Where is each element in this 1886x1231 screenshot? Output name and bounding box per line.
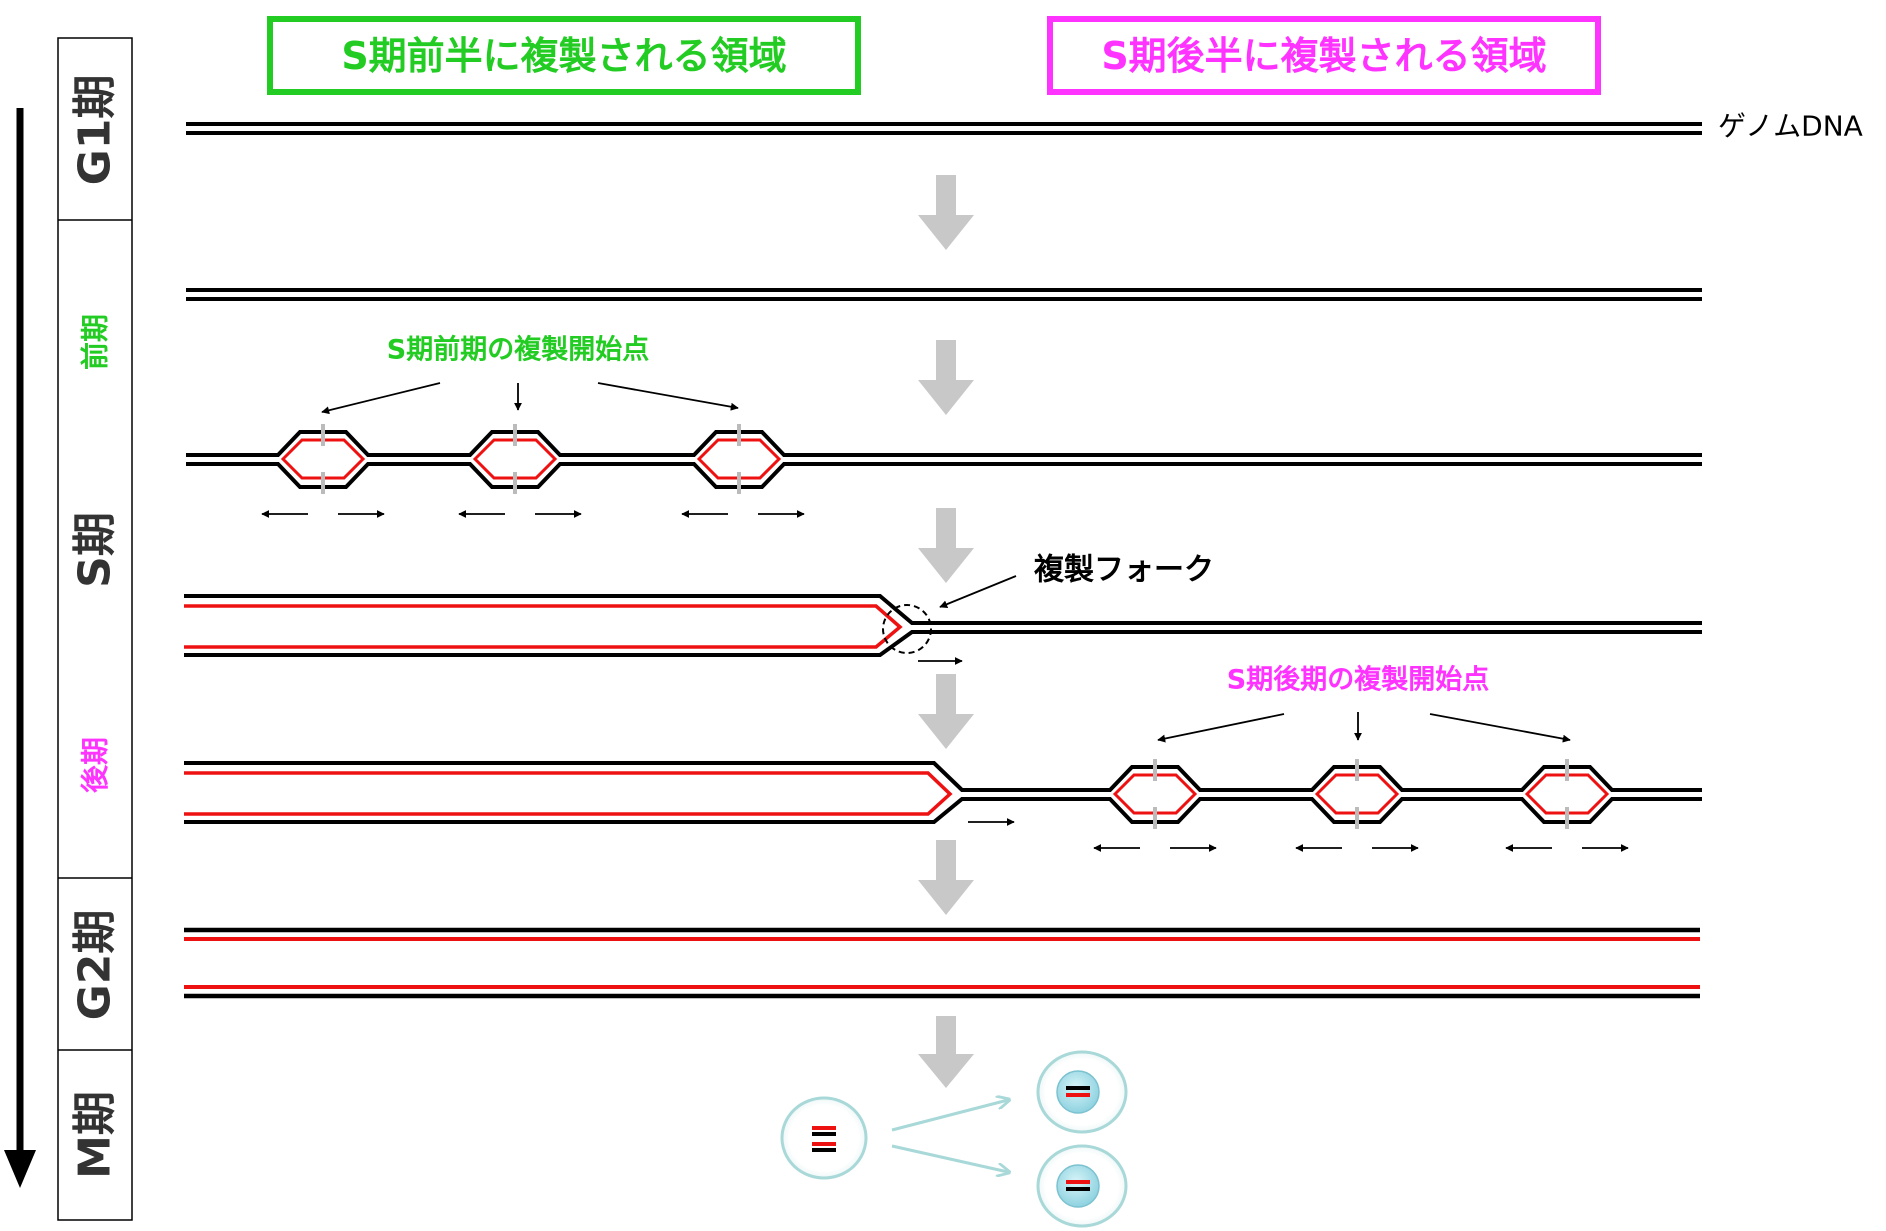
late-origins-annotation: S期後期の複製開始点 xyxy=(1157,664,1571,743)
late-origins-label: S期後期の複製開始点 xyxy=(1227,664,1489,696)
early-origins-annotation: S期前期の複製開始点 xyxy=(321,334,739,415)
daughter-cell-top xyxy=(1036,1050,1128,1134)
flow-arrow xyxy=(918,340,974,415)
header-early-text: S期前半に複製される領域 xyxy=(341,34,786,78)
flow-arrow xyxy=(918,674,974,749)
dna-early-bubbles xyxy=(186,424,1702,518)
phase-label-s-late: 後期 xyxy=(79,737,112,793)
flow-arrow xyxy=(918,1016,974,1088)
phase-label-g1: G1期 xyxy=(70,75,121,186)
phase-column xyxy=(57,37,133,1221)
dna-g2-replicated xyxy=(184,927,1700,999)
dna-pre-replication xyxy=(186,288,1702,301)
header-early: S期前半に複製される領域 xyxy=(267,16,861,95)
flow-arrow xyxy=(918,840,974,915)
phase-label-s-early: 前期 xyxy=(79,314,112,370)
timeline: G1期 前期 S期 後期 G2期 M期 xyxy=(4,37,133,1221)
nucleus xyxy=(1056,1070,1100,1114)
nucleus xyxy=(1056,1164,1100,1208)
phase-label-m: M期 xyxy=(70,1091,121,1179)
header-late-box xyxy=(1047,16,1601,95)
header-early-box xyxy=(267,16,861,95)
timeline-arrow-head xyxy=(4,1150,36,1188)
phase-label-g2: G2期 xyxy=(70,910,121,1021)
flow-arrow xyxy=(918,508,974,583)
fork-label: 複製フォーク xyxy=(1034,553,1214,588)
daughter-cell-bottom xyxy=(1036,1144,1128,1228)
genome-dna-label: ゲノムDNA xyxy=(1718,110,1863,143)
dna-fork-progress: 複製フォーク xyxy=(184,553,1702,665)
origin-marks xyxy=(321,424,741,494)
header-late-text: S期後半に複製される領域 xyxy=(1101,34,1546,78)
cell-division xyxy=(780,1050,1128,1228)
dna-g1: ゲノムDNA xyxy=(186,110,1863,143)
parent-cell xyxy=(780,1096,868,1180)
fork-highlight-circle xyxy=(882,604,932,654)
flow-arrows xyxy=(918,175,974,1088)
flow-arrow xyxy=(918,175,974,250)
parent-chromosomes xyxy=(812,1126,836,1152)
fork-direction-arrows xyxy=(968,818,1629,852)
dna-late-bubbles xyxy=(184,759,1702,852)
origin-marks xyxy=(1153,759,1569,829)
header-late: S期後半に複製される領域 xyxy=(1047,16,1601,95)
phase-label-s: S期 xyxy=(70,512,121,588)
early-origins-label: S期前期の複製開始点 xyxy=(387,334,649,366)
